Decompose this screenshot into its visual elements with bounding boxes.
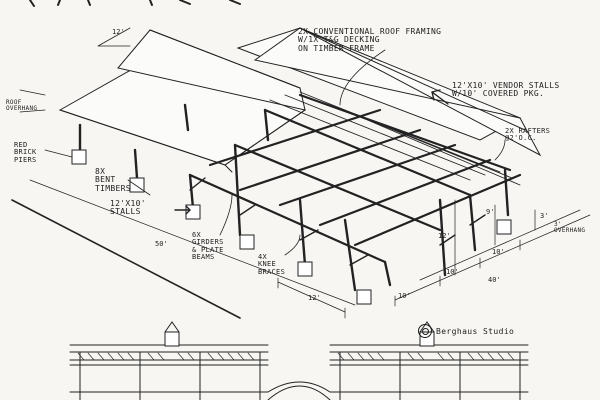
leader-piers <box>44 149 73 158</box>
label-bent-timbers: 8x bent timbers <box>95 167 131 193</box>
dim-line-bottom <box>277 209 591 313</box>
leader-vendor-stalls <box>431 89 449 105</box>
dim-line-50 <box>29 179 356 306</box>
leader-girders <box>219 194 233 236</box>
dim-12-bottom: 12' <box>308 294 321 302</box>
pitch-symbol <box>97 27 131 47</box>
girders <box>188 93 522 264</box>
leader-roof-framing <box>339 49 386 106</box>
overhang-dim <box>19 89 46 113</box>
vertical-dims <box>454 199 536 276</box>
label-roof-overhang: roof overhang <box>6 99 38 113</box>
label-rafters: 2x rafters @2'O.C. <box>505 127 551 143</box>
dim-3: 3' <box>540 212 549 220</box>
leader-rafters <box>494 139 506 161</box>
studio-credit: Berghaus Studio <box>418 324 514 338</box>
dim-50: 50' <box>155 240 168 248</box>
studio-name: Berghaus Studio <box>436 326 515 336</box>
dim-9: 9' <box>486 208 495 216</box>
dim-10-a: 10' <box>398 292 411 300</box>
dim-overhang: 3' overhang <box>554 221 586 235</box>
dim-10-b: 10' <box>446 268 459 276</box>
label-girders: 6x girders & plate beams <box>192 231 224 262</box>
roof-ridge-left <box>149 29 301 89</box>
brick-piers <box>71 149 512 305</box>
label-roof-framing: 2x conventional roof framing w/1x T&G de… <box>298 27 442 53</box>
posts <box>78 103 510 292</box>
knee-braces <box>189 177 486 266</box>
dim-12-post: 12' <box>438 232 451 240</box>
dim-40: 40' <box>488 276 501 284</box>
rafters <box>269 91 521 186</box>
label-knee-braces: 4x knee braces <box>258 253 286 276</box>
leader-bent <box>127 179 151 196</box>
roof-fascia <box>59 109 306 173</box>
berghaus-logo-icon <box>418 324 432 338</box>
dim-10-c: 10' <box>492 248 505 256</box>
title-scrap <box>29 0 241 7</box>
ground-line <box>11 199 241 319</box>
label-red-brick-piers: red brick piers <box>14 141 37 164</box>
roof-ridge-right <box>299 27 526 131</box>
leader-knee <box>284 234 301 256</box>
label-vendor-stalls: 12'x10' vendor stalls w/10' covered pkg. <box>452 81 560 99</box>
leader-stalls-arrow <box>174 205 191 215</box>
elevation-view <box>69 321 529 400</box>
roof-right-upper <box>253 27 542 157</box>
dim-12-top: 12' <box>112 28 125 36</box>
label-stalls: 12'x10' stalls <box>110 199 146 217</box>
dim-ticks <box>277 239 521 319</box>
